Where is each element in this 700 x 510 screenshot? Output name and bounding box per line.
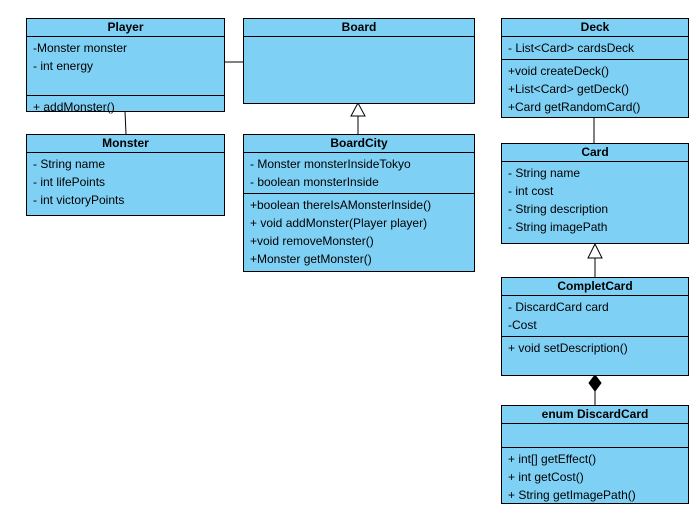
attribute: - int victoryPoints bbox=[33, 193, 125, 207]
attribute: - int cost bbox=[508, 184, 554, 198]
method: +void removeMonster() bbox=[250, 234, 374, 248]
class-board[interactable]: Board bbox=[243, 18, 475, 104]
attribute: - List<Card> cardsDeck bbox=[508, 41, 635, 55]
class-player[interactable]: Player -Monster monster - int energy + a… bbox=[26, 18, 225, 114]
composition-diamond bbox=[588, 374, 602, 392]
method: +Monster getMonster() bbox=[250, 252, 372, 266]
attribute: -Cost bbox=[508, 318, 537, 332]
class-player-name: Player bbox=[27, 19, 224, 37]
class-deck-name: Deck bbox=[502, 19, 688, 37]
class-monster[interactable]: Monster - String name - int lifePoints -… bbox=[26, 134, 225, 216]
method: + String getImagePath() bbox=[508, 488, 636, 502]
class-card[interactable]: Card - String name - int cost - String d… bbox=[501, 143, 689, 244]
player-monster-association bbox=[124, 110, 127, 135]
inheritance-arrow-board bbox=[350, 101, 366, 117]
method: +boolean thereIsAMonsterInside() bbox=[250, 198, 432, 212]
class-deck[interactable]: Deck - List<Card> cardsDeck +void create… bbox=[501, 18, 689, 118]
attribute: - DiscardCard card bbox=[508, 300, 609, 314]
class-boardcity[interactable]: BoardCity - Monster monsterInsideTokyo -… bbox=[243, 134, 475, 272]
method: + int[] getEffect() bbox=[508, 452, 597, 466]
class-monster-attributes: - String name - int lifePoints - int vic… bbox=[27, 153, 224, 211]
method: +Card getRandomCard() bbox=[508, 100, 641, 114]
class-deck-methods: +void createDeck() +List<Card> getDeck()… bbox=[502, 60, 688, 118]
attribute: - String description bbox=[508, 202, 609, 216]
class-card-name: Card bbox=[502, 144, 688, 162]
attribute: - int lifePoints bbox=[33, 175, 106, 189]
attribute: - boolean monsterInside bbox=[250, 175, 379, 189]
method: + void setDescription() bbox=[508, 341, 628, 355]
class-player-attributes: -Monster monster - int energy bbox=[27, 37, 224, 96]
attribute: - Monster monsterInsideTokyo bbox=[250, 157, 411, 171]
class-boardcity-attributes: - Monster monsterInsideTokyo - boolean m… bbox=[244, 153, 474, 194]
method: + addMonster() bbox=[33, 100, 115, 114]
class-deck-attributes: - List<Card> cardsDeck bbox=[502, 37, 688, 60]
class-completcard-attributes: - DiscardCard card -Cost bbox=[502, 296, 688, 337]
method: +List<Card> getDeck() bbox=[508, 82, 630, 96]
inheritance-arrow-card bbox=[587, 242, 603, 259]
method: + void addMonster(Player player) bbox=[250, 216, 428, 230]
method: + int getCost() bbox=[508, 470, 584, 484]
class-monster-name: Monster bbox=[27, 135, 224, 153]
attribute: -Monster monster bbox=[33, 41, 128, 55]
class-boardcity-methods: +boolean thereIsAMonsterInside() + void … bbox=[244, 194, 474, 270]
class-discardcard[interactable]: enum DiscardCard + int[] getEffect() + i… bbox=[501, 405, 689, 504]
class-completcard[interactable]: CompletCard - DiscardCard card -Cost + v… bbox=[501, 277, 689, 376]
class-discardcard-methods: + int[] getEffect() + int getCost() + St… bbox=[502, 448, 688, 506]
class-player-methods: + addMonster() bbox=[27, 96, 224, 118]
class-boardcity-name: BoardCity bbox=[244, 135, 474, 153]
class-card-attributes: - String name - int cost - String descri… bbox=[502, 162, 688, 238]
method: +void createDeck() bbox=[508, 64, 610, 78]
attribute: - String imagePath bbox=[508, 220, 608, 234]
class-completcard-name: CompletCard bbox=[502, 278, 688, 296]
class-completcard-methods: + void setDescription() bbox=[502, 337, 688, 359]
attribute: - int energy bbox=[33, 59, 94, 73]
class-discardcard-attributes bbox=[502, 424, 688, 448]
class-discardcard-name: enum DiscardCard bbox=[502, 406, 688, 424]
attribute: - String name bbox=[33, 157, 106, 171]
class-board-name: Board bbox=[244, 19, 474, 37]
attribute: - String name bbox=[508, 166, 581, 180]
